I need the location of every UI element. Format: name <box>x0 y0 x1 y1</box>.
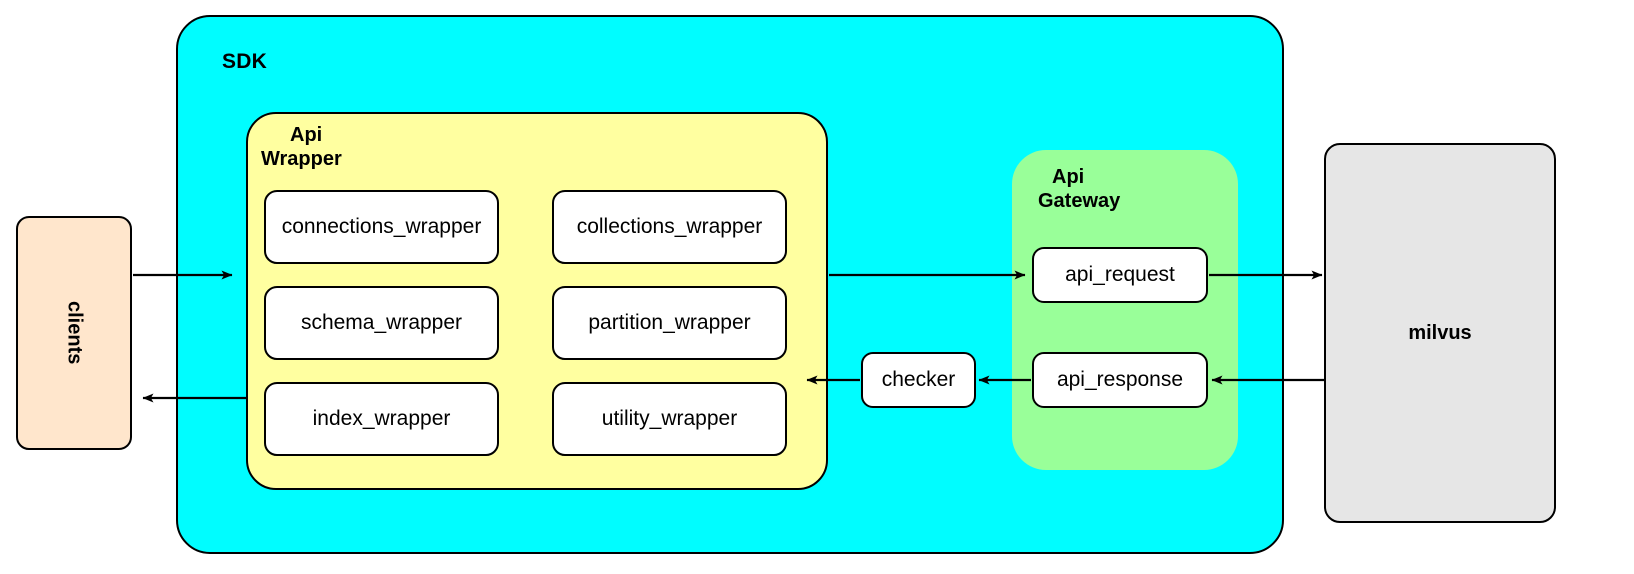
api-wrapper-label-line2: Wrapper <box>261 148 342 171</box>
node-milvus[interactable]: milvus <box>1324 143 1556 523</box>
node-api-request[interactable]: api_request <box>1032 247 1208 303</box>
node-label: collections_wrapper <box>576 215 763 238</box>
node-label: api_response <box>1056 368 1184 391</box>
node-partition-wrapper[interactable]: partition_wrapper <box>552 286 787 360</box>
node-clients[interactable]: clients <box>16 216 132 450</box>
node-label: utility_wrapper <box>601 407 738 430</box>
api-gateway-label-line1: Api <box>1052 166 1085 188</box>
api-gateway-container: Api Gateway <box>1012 150 1238 470</box>
node-label: index_wrapper <box>312 407 451 430</box>
node-label: milvus <box>1408 321 1472 344</box>
node-api-response[interactable]: api_response <box>1032 352 1208 408</box>
api-gateway-label: Api Gateway <box>1038 165 1232 214</box>
node-index-wrapper[interactable]: index_wrapper <box>264 382 499 456</box>
node-label: connections_wrapper <box>281 215 482 238</box>
node-checker[interactable]: checker <box>861 352 976 408</box>
api-wrapper-label: Api Wrapper <box>261 123 490 172</box>
api-gateway-label-line2: Gateway <box>1038 190 1121 213</box>
node-label: checker <box>881 368 956 391</box>
api-wrapper-label-line1: Api <box>290 124 323 146</box>
node-utility-wrapper[interactable]: utility_wrapper <box>552 382 787 456</box>
node-label: schema_wrapper <box>300 311 463 334</box>
node-label: clients <box>63 301 86 365</box>
node-collections-wrapper[interactable]: collections_wrapper <box>552 190 787 264</box>
sdk-label: SDK <box>222 50 267 73</box>
node-schema-wrapper[interactable]: schema_wrapper <box>264 286 499 360</box>
node-label: api_request <box>1065 263 1175 286</box>
node-label: partition_wrapper <box>588 311 751 334</box>
node-connections-wrapper[interactable]: connections_wrapper <box>264 190 499 264</box>
